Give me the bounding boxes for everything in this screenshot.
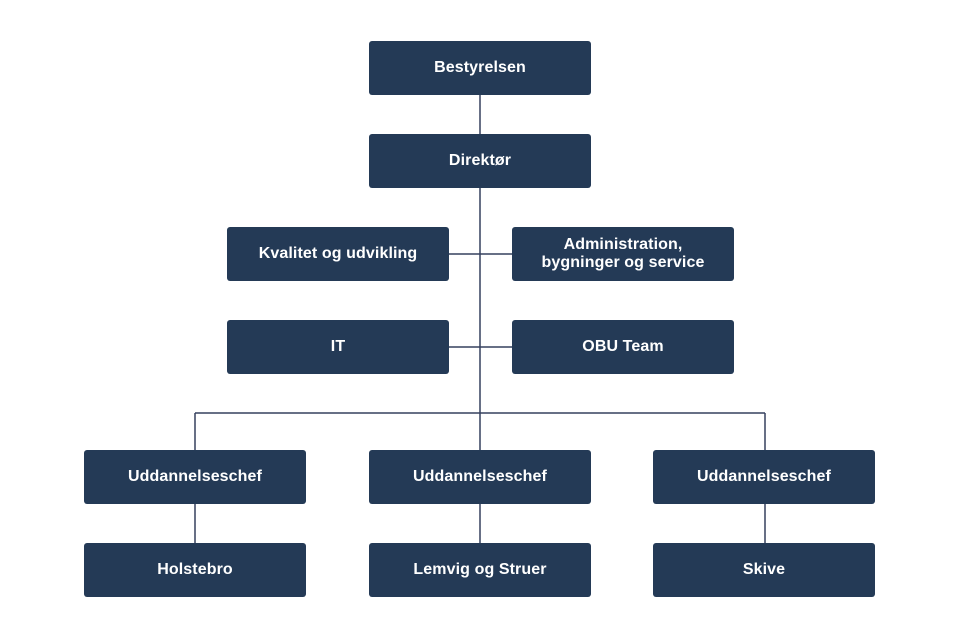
node-education-chief-2: Uddannelseschef (369, 450, 591, 504)
node-administration: Administration, bygninger og service (512, 227, 734, 281)
node-education-chief-3-label: Uddannelseschef (697, 468, 831, 485)
node-education-chief-3: Uddannelseschef (653, 450, 875, 504)
node-director: Direktør (369, 134, 591, 188)
node-it-label: IT (330, 338, 346, 355)
node-education-chief-1: Uddannelseschef (84, 450, 306, 504)
node-it: IT (227, 320, 449, 374)
node-education-chief-1-label: Uddannelseschef (128, 468, 262, 485)
node-quality-label: Kvalitet og udvikling (258, 245, 418, 262)
node-location-holstebro: Holstebro (84, 543, 306, 597)
node-obu-team-label: OBU Team (582, 338, 664, 355)
node-board: Bestyrelsen (369, 41, 591, 95)
node-administration-label: Administration, bygninger og service (541, 236, 705, 271)
node-board-label: Bestyrelsen (434, 59, 526, 76)
node-location-lemvig-struer: Lemvig og Struer (369, 543, 591, 597)
node-obu-team: OBU Team (512, 320, 734, 374)
node-quality: Kvalitet og udvikling (227, 227, 449, 281)
node-education-chief-2-label: Uddannelseschef (413, 468, 547, 485)
node-location-skive-label: Skive (742, 561, 786, 578)
node-director-label: Direktør (448, 152, 512, 169)
node-location-skive: Skive (653, 543, 875, 597)
node-location-lemvig-struer-label: Lemvig og Struer (413, 561, 547, 578)
node-location-holstebro-label: Holstebro (157, 561, 233, 578)
